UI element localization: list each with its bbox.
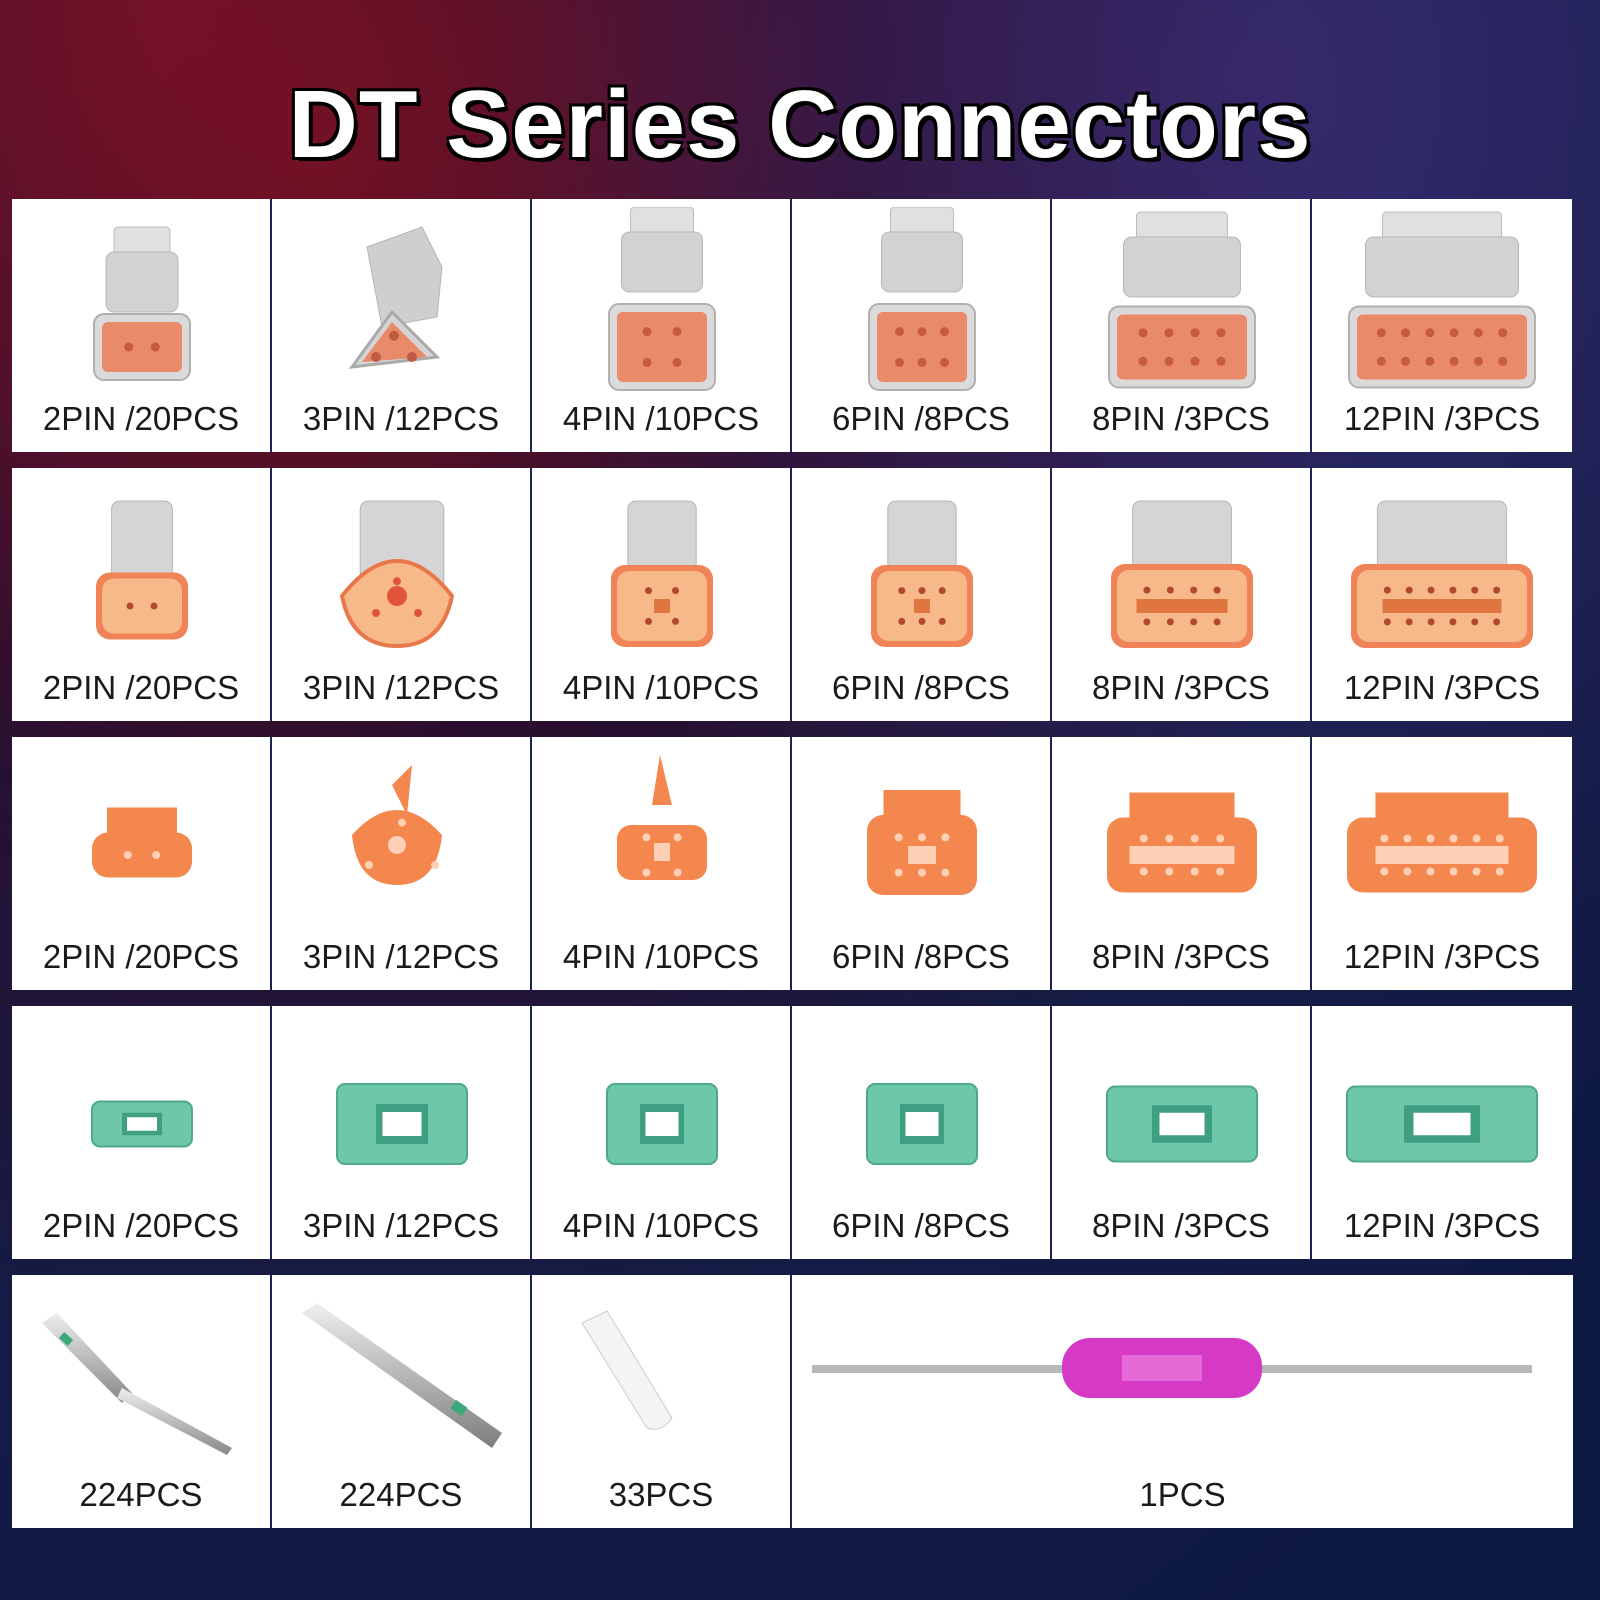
wedgelock-icon	[12, 1014, 270, 1204]
product-cell[interactable]: 224PCS	[272, 1275, 532, 1528]
product-label: 33PCS	[608, 1476, 714, 1513]
male-pin-icon	[12, 1283, 270, 1473]
product-label: 6PIN /8PCS	[832, 1207, 1010, 1244]
product-label: 8PIN /3PCS	[1092, 938, 1270, 975]
product-cell[interactable]: 2PIN /20PCS	[12, 1006, 272, 1259]
product-label: 4PIN /10PCS	[562, 1207, 760, 1244]
product-cell[interactable]: 224PCS	[12, 1275, 272, 1528]
row-accessories: 224PCS 224PCS 33PCS 1PCS	[12, 1275, 1573, 1528]
female-socket-icon	[272, 1283, 530, 1473]
product-cell[interactable]: 6PIN /8PCS	[792, 199, 1052, 452]
product-label: 8PIN /3PCS	[1092, 669, 1270, 706]
product-cell[interactable]: 8PIN /3PCS	[1052, 468, 1312, 721]
product-label: 2PIN /20PCS	[42, 1207, 240, 1244]
row-orange-wedgelocks: 2PIN /20PCS 3PIN /12PCS 4PIN /10PCS 6PIN…	[12, 737, 1573, 990]
product-label: 3PIN /12PCS	[302, 938, 500, 975]
wedgelock-icon	[272, 1014, 530, 1204]
product-label: 2PIN /20PCS	[42, 938, 240, 975]
wedgelock-icon	[1312, 745, 1572, 935]
product-label: 12PIN /3PCS	[1343, 400, 1541, 437]
product-cell[interactable]: 12PIN /3PCS	[1312, 468, 1572, 721]
product-label: 12PIN /3PCS	[1343, 938, 1541, 975]
connector-icon	[1312, 476, 1572, 666]
product-cell[interactable]: 8PIN /3PCS	[1052, 737, 1312, 990]
product-cell[interactable]: 3PIN /12PCS	[272, 737, 532, 990]
product-label: 6PIN /8PCS	[832, 400, 1010, 437]
wedgelock-icon	[272, 745, 530, 935]
product-label: 4PIN /10PCS	[562, 938, 760, 975]
removal-tool-icon	[792, 1283, 1573, 1473]
connector-icon	[1052, 207, 1310, 397]
product-cell[interactable]: 4PIN /10PCS	[532, 1006, 792, 1259]
product-cell[interactable]: 1PCS	[792, 1275, 1573, 1528]
connector-icon	[272, 207, 530, 397]
row-green-wedgelocks: 2PIN /20PCS 3PIN /12PCS 4PIN /10PCS 6PIN…	[12, 1006, 1573, 1259]
wedgelock-icon	[1052, 1014, 1310, 1204]
connector-icon	[272, 476, 530, 666]
product-label: 2PIN /20PCS	[42, 669, 240, 706]
product-cell[interactable]: 3PIN /12PCS	[272, 468, 532, 721]
product-cell[interactable]: 33PCS	[532, 1275, 792, 1528]
product-cell[interactable]: 2PIN /20PCS	[12, 468, 272, 721]
product-cell[interactable]: 6PIN /8PCS	[792, 737, 1052, 990]
product-cell[interactable]: 3PIN /12PCS	[272, 1006, 532, 1259]
product-cell[interactable]: 6PIN /8PCS	[792, 1006, 1052, 1259]
row-female-housings: 2PIN /20PCS 3PIN /12PCS 4PIN /10PCS 6PIN…	[12, 468, 1573, 721]
product-label: 4PIN /10PCS	[562, 400, 760, 437]
wedgelock-icon	[1052, 745, 1310, 935]
connector-icon	[792, 476, 1050, 666]
product-label: 4PIN /10PCS	[562, 669, 760, 706]
product-label: 6PIN /8PCS	[832, 938, 1010, 975]
product-label: 3PIN /12PCS	[302, 400, 500, 437]
product-label: 2PIN /20PCS	[42, 400, 240, 437]
connector-icon	[1052, 476, 1310, 666]
product-label: 3PIN /12PCS	[302, 1207, 500, 1244]
product-cell[interactable]: 4PIN /10PCS	[532, 199, 792, 452]
connector-icon	[1312, 207, 1572, 397]
sealing-plug-icon	[532, 1283, 790, 1473]
product-cell[interactable]: 8PIN /3PCS	[1052, 199, 1312, 452]
product-label: 3PIN /12PCS	[302, 669, 500, 706]
wedgelock-icon	[792, 745, 1050, 935]
product-cell[interactable]: 3PIN /12PCS	[272, 199, 532, 452]
connector-icon	[12, 207, 270, 397]
wedgelock-icon	[532, 1014, 790, 1204]
product-label: 1PCS	[1139, 1476, 1226, 1513]
wedgelock-icon	[792, 1014, 1050, 1204]
product-label: 224PCS	[79, 1476, 203, 1513]
product-label: 224PCS	[339, 1476, 463, 1513]
product-cell[interactable]: 12PIN /3PCS	[1312, 737, 1572, 990]
connector-icon	[532, 476, 790, 666]
product-cell[interactable]: 12PIN /3PCS	[1312, 199, 1572, 452]
row-male-housings: 2PIN /20PCS 3PIN /12PCS 4PIN /10PCS 6PIN…	[12, 199, 1573, 452]
connector-icon	[792, 207, 1050, 397]
product-label: 12PIN /3PCS	[1343, 669, 1541, 706]
product-label: 6PIN /8PCS	[832, 669, 1010, 706]
connector-icon	[532, 207, 790, 397]
wedgelock-icon	[1312, 1014, 1572, 1204]
wedgelock-icon	[12, 745, 270, 935]
wedgelock-icon	[532, 745, 790, 935]
product-label: 12PIN /3PCS	[1343, 1207, 1541, 1244]
product-cell[interactable]: 4PIN /10PCS	[532, 737, 792, 990]
product-cell[interactable]: 4PIN /10PCS	[532, 468, 792, 721]
product-cell[interactable]: 12PIN /3PCS	[1312, 1006, 1572, 1259]
product-label: 8PIN /3PCS	[1092, 400, 1270, 437]
product-cell[interactable]: 2PIN /20PCS	[12, 199, 272, 452]
product-label: 8PIN /3PCS	[1092, 1207, 1270, 1244]
product-cell[interactable]: 2PIN /20PCS	[12, 737, 272, 990]
page-title: DT Series Connectors	[288, 71, 1312, 178]
product-cell[interactable]: 8PIN /3PCS	[1052, 1006, 1312, 1259]
connector-icon	[12, 476, 270, 666]
product-cell[interactable]: 6PIN /8PCS	[792, 468, 1052, 721]
